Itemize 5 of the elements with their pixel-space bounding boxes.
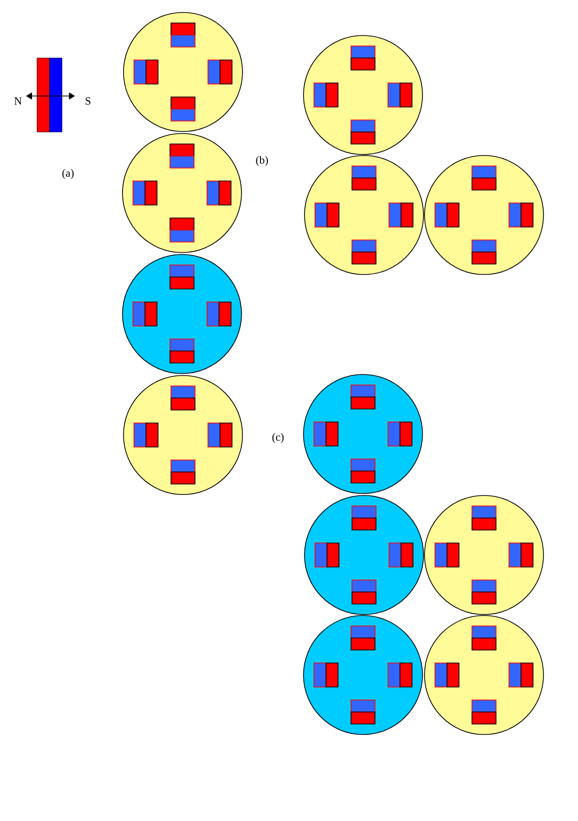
label: N [14,97,22,105]
label: (b) [256,156,268,166]
label: (a) [62,169,74,179]
label: S [86,97,90,105]
label: (c) [272,433,284,443]
